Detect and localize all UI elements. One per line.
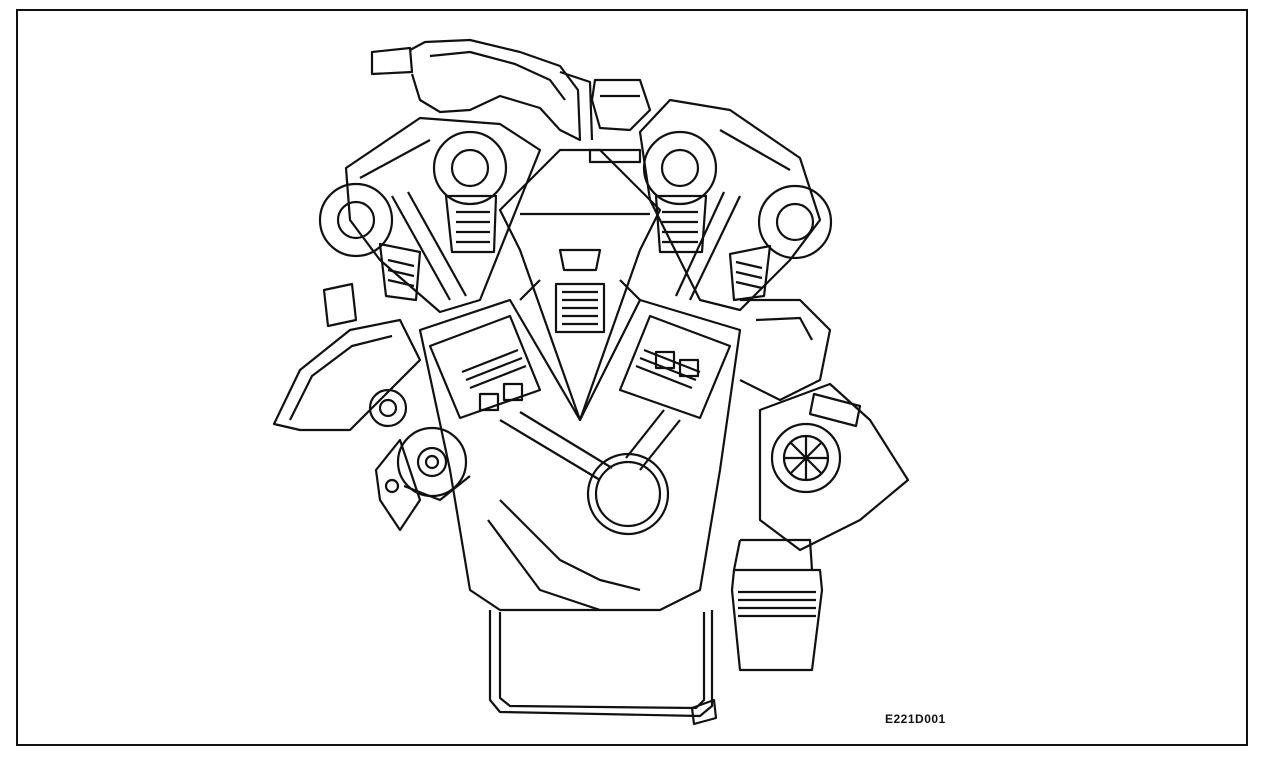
right-cylinder-head <box>638 98 822 312</box>
figure-code-label: E221D001 <box>885 712 946 726</box>
left-piston <box>428 314 542 420</box>
left-exhaust-manifold <box>272 282 422 432</box>
oil-pan <box>488 610 718 726</box>
right-exhaust-manifold <box>739 298 832 402</box>
figure-frame <box>16 9 1248 746</box>
intake-manifold <box>498 148 662 422</box>
left-intake-cam <box>432 130 508 254</box>
oil-filter <box>730 538 824 672</box>
lower-bracket <box>374 438 422 532</box>
crankshaft <box>487 452 670 612</box>
connecting-rods <box>499 409 681 481</box>
left-exhaust-cam <box>318 182 422 302</box>
right-piston <box>618 314 732 420</box>
engine-block <box>418 298 742 612</box>
left-pulley <box>368 388 408 428</box>
right-exhaust-cam <box>728 184 833 302</box>
throttle-body <box>588 78 652 164</box>
left-cylinder-head <box>344 116 542 314</box>
right-intake-cam <box>642 130 718 254</box>
turbocharger <box>758 382 910 552</box>
intake-hose <box>370 38 594 142</box>
